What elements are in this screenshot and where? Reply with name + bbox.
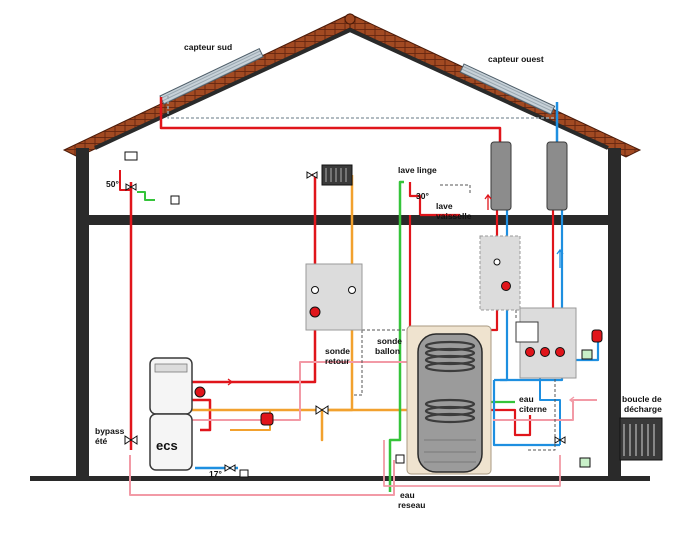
label-eau-reseau-2: reseau (398, 500, 425, 510)
label-temp-30: 30° (416, 191, 429, 201)
washer-hot-pipe (408, 182, 422, 215)
pump-icon (194, 386, 206, 398)
tank-body (417, 333, 483, 473)
pump-icon (540, 347, 550, 357)
collector-west (459, 63, 556, 116)
boiler-panel (154, 363, 188, 373)
valve-icon (315, 405, 329, 415)
label-sonde-retour-1: sonde (325, 346, 350, 356)
gauge-icon (311, 286, 319, 294)
roof-ridge (344, 13, 356, 25)
label-boucle-1: boucle de (622, 394, 662, 404)
gauge-icon (348, 286, 356, 294)
arrow-icon (484, 193, 492, 210)
label-sonde-retour-2: retour (325, 356, 350, 366)
label-vaisselle: vaisselle (436, 211, 472, 221)
hydraulic-stations (305, 235, 577, 379)
drain-icon (579, 457, 591, 468)
arrow-icon (556, 248, 564, 268)
tap-icon (395, 454, 405, 464)
pink-loop-b (184, 361, 410, 421)
gable-line (94, 27, 609, 150)
label-sonde-ballon-1: sonde (377, 336, 402, 346)
dhw-boiler (149, 357, 193, 471)
solar-drop-right-cold (500, 205, 564, 382)
solar-station-left (479, 235, 521, 311)
tank-coil-upper (424, 340, 476, 373)
radiator-icon (321, 164, 353, 186)
blue-riser (539, 360, 561, 445)
dhw-hot-branch (119, 170, 131, 191)
sensor-cable-b (352, 330, 363, 396)
pump-icon (309, 306, 321, 318)
label-eau-citerne-1: eau (519, 394, 534, 404)
heating-flow-pipe (192, 173, 317, 384)
pump-icon (501, 281, 511, 291)
cold-water-top (137, 191, 155, 201)
loop-red-pipe (490, 408, 532, 437)
label-eau-reseau-1: eau (400, 490, 415, 500)
cold-water-main (388, 180, 404, 492)
label-lave-linge: lave linge (398, 165, 437, 175)
heating-station (305, 263, 363, 331)
roof-left (62, 13, 351, 158)
exchanger-right (546, 141, 568, 211)
arrow-icon (215, 378, 234, 386)
pink-loop-a (129, 455, 395, 496)
solar-station-right (519, 307, 577, 379)
heating-red-low (192, 398, 212, 432)
valve-icon (224, 464, 236, 472)
radiator-icon (619, 417, 663, 461)
expansion-vessel-icon (591, 329, 603, 343)
sensor-cable-e (440, 184, 471, 195)
label-capteur-ouest: capteur ouest (488, 54, 544, 64)
labels: capteur sud capteur ouest lave linge 30°… (95, 42, 662, 510)
gauge-icon (493, 258, 501, 266)
valve-icon (124, 435, 138, 445)
pump-icon (555, 347, 565, 357)
tank-cold-out (492, 380, 560, 447)
tank-stratification (424, 439, 476, 463)
label-capteur-sud: capteur sud (184, 42, 232, 52)
label-ecs: ecs (156, 438, 178, 453)
right-wall (608, 148, 621, 476)
pump-icon (525, 347, 535, 357)
buffer-tank (406, 325, 492, 475)
components (124, 151, 603, 478)
tap-icon (124, 151, 138, 161)
valve-icon (125, 183, 137, 191)
discharge-loop (321, 164, 663, 461)
tap-icon (239, 469, 249, 478)
exchanger-left (490, 141, 512, 211)
solar-flow-pipe (159, 97, 502, 142)
upper-floor (76, 215, 621, 225)
left-wall (76, 148, 89, 476)
solar-return-pipe (167, 96, 558, 119)
ground (30, 476, 650, 481)
label-eau-citerne-2: citerne (519, 404, 547, 414)
pink-lower (383, 440, 561, 487)
solar-collectors (159, 47, 556, 116)
label-bypass-1: bypass (95, 426, 125, 436)
tank-coil-lower (424, 398, 476, 424)
label-sonde-ballon-2: ballon (375, 346, 400, 356)
valve-icon (306, 171, 318, 179)
label-boucle-2: décharge (624, 404, 662, 414)
valve-icon (554, 436, 566, 444)
label-lave: lave (436, 201, 453, 211)
label-temp-50: 50° (106, 179, 119, 189)
tap-icon (170, 195, 180, 205)
expansion-vessel-icon (260, 412, 274, 426)
label-temp-17: 17° (209, 469, 222, 479)
boiler-lower (149, 413, 193, 471)
drain-icon (581, 349, 593, 360)
control-unit (515, 321, 539, 343)
label-bypass-2: été (95, 436, 108, 446)
heat-exchangers (490, 141, 568, 211)
arrow-icon (568, 396, 586, 404)
